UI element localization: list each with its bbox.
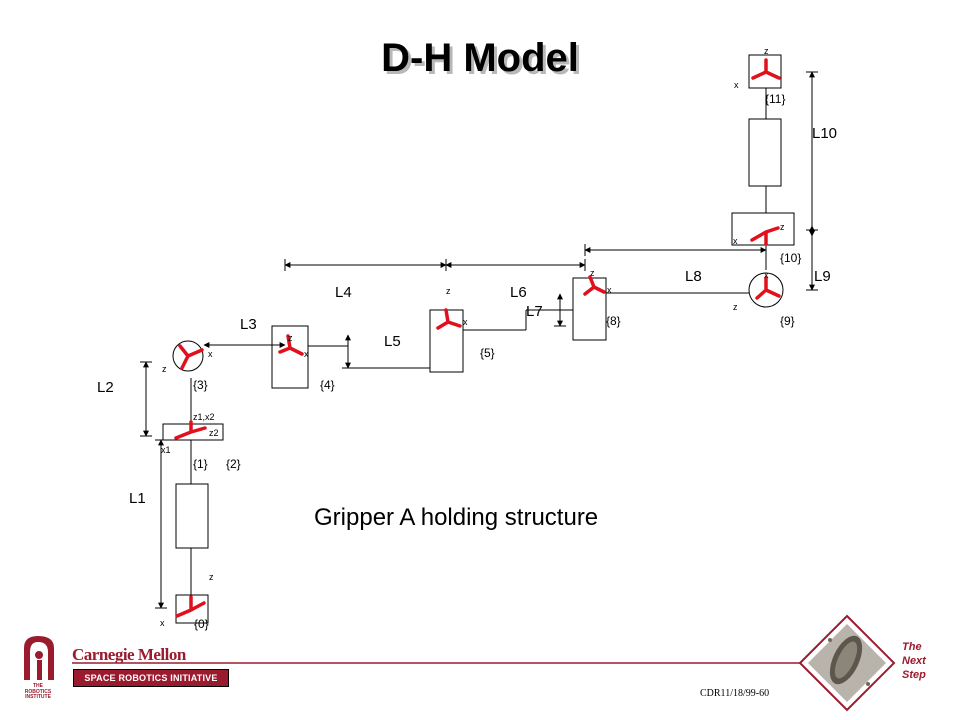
ri-line-2: ROBOTICS <box>24 688 52 695</box>
axes-frame-10 <box>750 226 780 246</box>
frame-8-box <box>572 277 607 341</box>
link-body-l1 <box>175 483 209 549</box>
label-frame-2: {2} <box>226 457 241 471</box>
label-frame-8: {8} <box>606 314 621 328</box>
axis-x1-label: x1 <box>161 445 171 455</box>
frame-10-box <box>731 212 795 246</box>
label-l2: L2 <box>97 379 114 396</box>
axis-triads <box>174 58 781 618</box>
axis-x-frame-10: x <box>733 236 738 246</box>
label-l7: L7 <box>526 303 543 320</box>
frame-4-box <box>271 325 309 389</box>
axis-labels: z x z1,x2 z2 x1 z x z x z x z x x z z x … <box>160 46 785 628</box>
dimension-arrows <box>140 71 818 609</box>
tagline: The Next Step <box>902 640 926 682</box>
link-bodies <box>175 118 782 549</box>
axis-z2-label: z2 <box>209 428 219 438</box>
label-frame-11: {11} <box>765 92 785 106</box>
axes-frame-0 <box>175 595 206 618</box>
axis-x-frame-11: x <box>734 80 739 90</box>
axis-z-frame-8: z <box>590 268 595 278</box>
axes-frame-4 <box>278 334 304 356</box>
joint-frames <box>162 54 795 624</box>
axis-x-frame-9: x <box>764 270 769 280</box>
tagline-line-2: Next <box>902 655 926 667</box>
axes-frame-8 <box>583 275 606 296</box>
ri-line-1: THE <box>33 683 43 689</box>
robotics-institute-text: THE ROBOTICS INSTITUTE <box>20 683 56 701</box>
label-l5: L5 <box>384 333 401 350</box>
axis-x-frame-3: x <box>208 349 213 359</box>
carnegie-mellon-wordmark: Carnegie Mellon <box>72 645 186 664</box>
axis-x-frame-4: x <box>304 349 309 359</box>
axis-x-frame-0: x <box>160 618 165 628</box>
frame-labels: {0} {1} {2} {3} {4} {5} {8} {9} {10} {11… <box>193 92 801 631</box>
axis-z-frame-11: z <box>764 46 769 56</box>
diagram-caption: Gripper A holding structure <box>314 504 599 531</box>
label-l1: L1 <box>129 490 146 507</box>
label-l3: L3 <box>240 316 257 333</box>
axis-z1x2-label: z1,x2 <box>193 412 215 422</box>
axis-z-frame-9: z <box>733 302 738 312</box>
axis-x-frame-8: x <box>607 285 612 295</box>
axes-frame-9 <box>755 276 781 300</box>
tagline-line-1: The <box>902 641 922 653</box>
label-frame-5: {5} <box>480 346 495 360</box>
ri-line-3: INSTITUTE <box>25 694 51 700</box>
axis-z-frame-10: z <box>780 222 785 232</box>
label-l10: L10 <box>812 125 837 142</box>
axis-z-frame-4: z <box>288 333 293 343</box>
axis-x-frame-5: x <box>463 317 468 327</box>
label-l6: L6 <box>510 284 527 301</box>
label-frame-3: {3} <box>193 378 208 392</box>
axis-z-frame-3: z <box>162 364 167 374</box>
document-code: CDR11/18/99-60 <box>700 688 770 699</box>
axes-frame-11 <box>751 58 781 80</box>
page-title: D-H Model <box>381 36 579 80</box>
label-l4: L4 <box>335 284 352 301</box>
moon-footprint-logo <box>798 614 896 712</box>
axes-frame-3 <box>178 344 204 370</box>
label-frame-0: {0} <box>194 617 209 631</box>
axes-frame-1-2 <box>174 420 207 440</box>
tagline-line-3: Step <box>902 669 926 681</box>
link-body-l10 <box>748 118 782 187</box>
axes-frame-5 <box>436 308 462 330</box>
axis-z-frame-0: z <box>209 572 214 582</box>
space-robotics-banner: SPACE ROBOTICS INITIATIVE <box>73 669 229 687</box>
label-l8: L8 <box>685 268 702 285</box>
label-l9: L9 <box>814 268 831 285</box>
label-frame-9: {9} <box>780 314 795 328</box>
link-chain <box>190 88 767 610</box>
robotics-institute-logo <box>24 636 54 680</box>
axis-z-frame-5: z <box>446 286 451 296</box>
label-frame-10: {10} <box>780 251 801 265</box>
label-frame-1: {1} <box>193 457 208 471</box>
label-frame-4: {4} <box>320 378 335 392</box>
link-labels: L1 L2 L3 L4 L5 L6 L7 L8 L9 L10 <box>97 125 837 507</box>
